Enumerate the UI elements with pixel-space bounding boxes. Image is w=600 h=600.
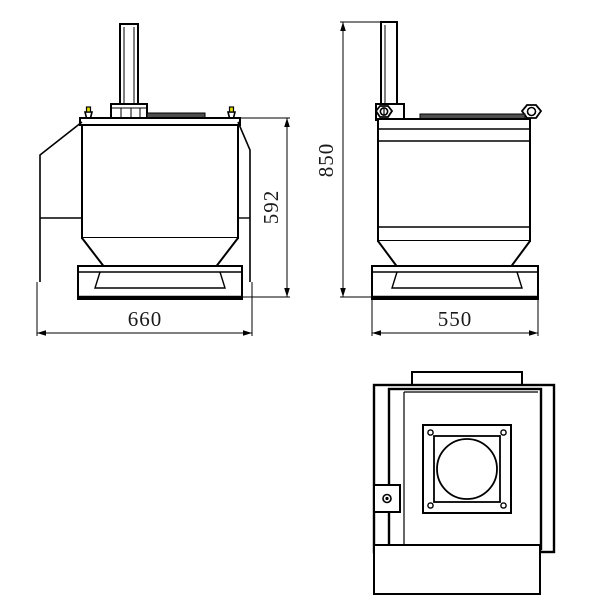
hex-bolt-left — [374, 105, 394, 118]
inspection-flange — [422, 424, 512, 514]
hopper-cone-side — [377, 240, 531, 269]
front-elevation-view: 592 660 — [36, 23, 290, 336]
base-pedestal — [77, 265, 243, 300]
handle-base-block — [110, 103, 148, 121]
dimension-value-850: 850 — [314, 143, 338, 178]
flange-bore-circle — [436, 438, 498, 500]
plan-base-slab — [373, 544, 541, 595]
top-plan-view — [372, 371, 556, 595]
top-flange-plate — [79, 117, 241, 126]
side-elevation-view: 850 550 — [314, 21, 543, 336]
dimension-value-660: 660 — [128, 307, 163, 331]
flange-bolt-holes — [427, 429, 507, 509]
side-access-box — [373, 484, 401, 513]
dimension-value-550: 550 — [438, 307, 473, 331]
side-shroud-right — [237, 121, 251, 282]
dimension-660: 660 — [36, 282, 253, 336]
side-shroud-left — [39, 121, 83, 282]
dimension-592: 592 — [240, 117, 290, 298]
hopper-cone — [81, 237, 239, 269]
hex-bolt-right — [520, 104, 543, 119]
handle-post — [119, 23, 139, 109]
base-pedestal-side — [371, 265, 539, 300]
handle-post-side — [380, 21, 398, 107]
dimension-550: 550 — [371, 284, 539, 336]
dimension-850: 850 — [314, 21, 396, 298]
dimension-value-592: 592 — [259, 190, 283, 225]
main-body-housing-side — [377, 118, 531, 242]
main-body-housing — [81, 124, 239, 239]
